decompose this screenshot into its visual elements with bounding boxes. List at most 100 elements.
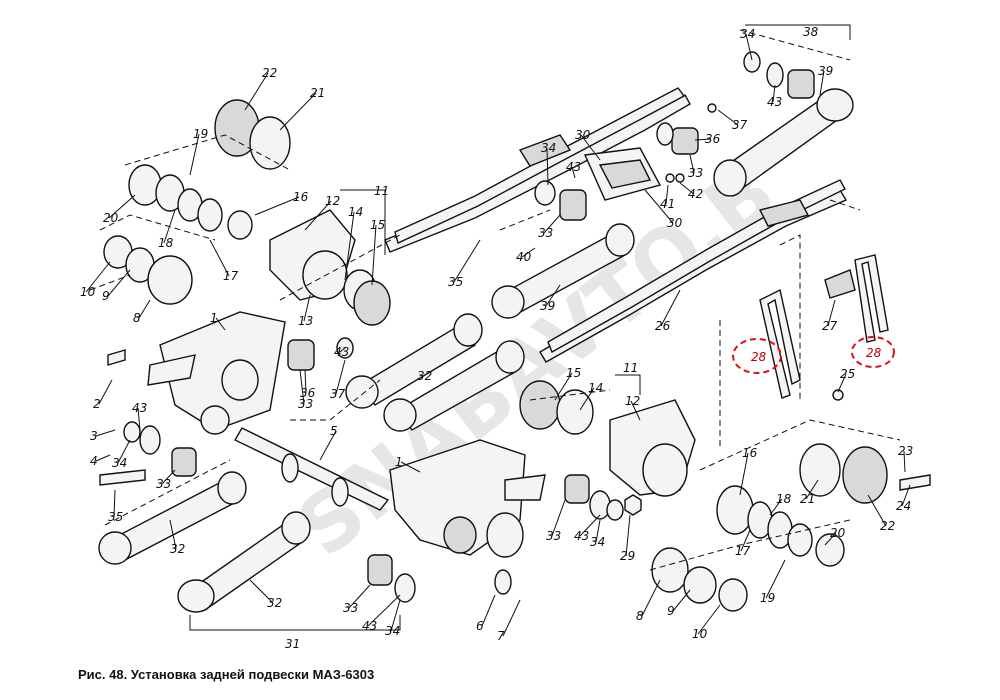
callout-leader — [95, 454, 111, 462]
callout-leader — [163, 209, 176, 244]
callout-leader — [108, 194, 136, 219]
callout-label-10: 10 — [692, 627, 708, 641]
callout-label-12: 12 — [625, 394, 640, 408]
callout-label-33: 33 — [156, 477, 171, 491]
callout-label-43: 43 — [132, 401, 147, 415]
axle-shaft — [234, 427, 390, 511]
callout-leader — [819, 70, 825, 96]
callout-label-28: 28 — [751, 350, 767, 364]
callout-leader — [244, 72, 269, 111]
callout-label-30: 30 — [575, 128, 591, 142]
callout-leader — [769, 498, 783, 516]
callout-label-7: 7 — [497, 629, 505, 643]
callout-leader — [824, 532, 837, 546]
callout-label-3: 3 — [90, 429, 98, 443]
callout-leader — [335, 359, 346, 395]
callout-label-16: 16 — [293, 190, 309, 204]
callout-label-20: 20 — [830, 526, 846, 540]
callout-label-17: 17 — [735, 544, 751, 558]
brackets — [189, 24, 851, 631]
callout-label-30: 30 — [667, 216, 683, 230]
callout-label-1: 1 — [210, 311, 218, 325]
callout-leader — [502, 599, 521, 637]
callout-leader — [85, 261, 111, 293]
callout-leader — [545, 284, 561, 307]
callout-label-32: 32 — [417, 369, 432, 383]
callout-leader — [595, 519, 601, 543]
callout-leader — [554, 372, 573, 401]
callout-label-9: 9 — [102, 289, 110, 303]
callout-label-34: 34 — [385, 624, 400, 638]
callout-leader — [665, 184, 669, 205]
callout-leader — [304, 200, 332, 231]
upper-torque-rod-top — [713, 51, 854, 197]
callout-label-34: 34 — [740, 27, 755, 41]
highlight-28-left — [732, 338, 782, 374]
callout-label-28: 28 — [866, 346, 882, 360]
callout-leader — [546, 147, 549, 186]
upper-leaf-spring — [384, 87, 691, 253]
callout-leader — [169, 519, 177, 550]
figure-caption: Рис. 48. Установка задней подвески МАЗ-6… — [78, 667, 375, 682]
callout-leader — [453, 239, 481, 283]
callout-label-41: 41 — [660, 197, 675, 211]
callout-label-43: 43 — [574, 529, 589, 543]
callout-leader — [138, 299, 151, 319]
callout-label-43: 43 — [362, 619, 377, 633]
callout-label-43: 43 — [334, 345, 349, 359]
callout-label-39: 39 — [540, 299, 555, 313]
callout-leader — [339, 347, 346, 353]
callout-leader — [371, 224, 377, 286]
callout-label-43: 43 — [767, 95, 782, 109]
callout-label-34: 34 — [590, 535, 605, 549]
axle-bracket-lower — [389, 439, 546, 558]
lower-torque-rods — [98, 313, 525, 613]
callout-leader — [689, 154, 695, 174]
callout-label-20: 20 — [103, 211, 119, 225]
callout-label-32: 32 — [267, 596, 282, 610]
callout-leader — [304, 369, 307, 394]
callout-leader — [189, 133, 200, 176]
callout-leader — [739, 452, 749, 496]
spring-seat — [583, 147, 662, 201]
callout-label-37: 37 — [330, 387, 346, 401]
callout-leader — [303, 294, 311, 322]
callout-leader — [641, 579, 661, 617]
callout-label-22: 22 — [880, 519, 895, 533]
callout-leader — [580, 134, 601, 161]
callout-leader — [249, 579, 274, 604]
callout-leader — [117, 439, 131, 464]
callout-label-15: 15 — [566, 366, 581, 380]
callout-leader — [571, 166, 576, 179]
callout-leader — [400, 461, 421, 473]
lower-leaf-spring — [539, 179, 848, 363]
callout-label-24: 24 — [896, 499, 911, 513]
callout-leader — [694, 138, 712, 141]
bushing-top — [656, 103, 717, 183]
callout-label-19: 19 — [760, 591, 775, 605]
callout-leader — [805, 479, 819, 500]
callout-leader — [367, 594, 401, 627]
callout-label-39: 39 — [818, 64, 833, 78]
callout-leader — [390, 599, 401, 632]
callout-label-15: 15 — [370, 218, 385, 232]
callout-leader — [579, 514, 601, 537]
callout-label-42: 42 — [688, 187, 703, 201]
highlight-28-right — [851, 336, 895, 368]
callout-leader — [901, 484, 911, 507]
callout-leader — [630, 400, 641, 421]
callout-label-11: 11 — [374, 184, 389, 198]
callout-leader — [161, 469, 176, 485]
callout-label-16: 16 — [742, 446, 758, 460]
callout-label-40: 40 — [516, 250, 532, 264]
callout-leader — [319, 430, 337, 461]
callout-leader — [660, 289, 681, 327]
callout-label-19: 19 — [193, 127, 208, 141]
callout-leader — [137, 407, 141, 431]
callout-label-23: 23 — [898, 444, 913, 458]
highlight-marks — [732, 336, 895, 374]
callout-label-14: 14 — [348, 205, 363, 219]
callout-leader — [551, 499, 566, 537]
callout-leader — [579, 387, 595, 411]
callouts: 1123456788991010111112121314141515161617… — [80, 25, 913, 651]
